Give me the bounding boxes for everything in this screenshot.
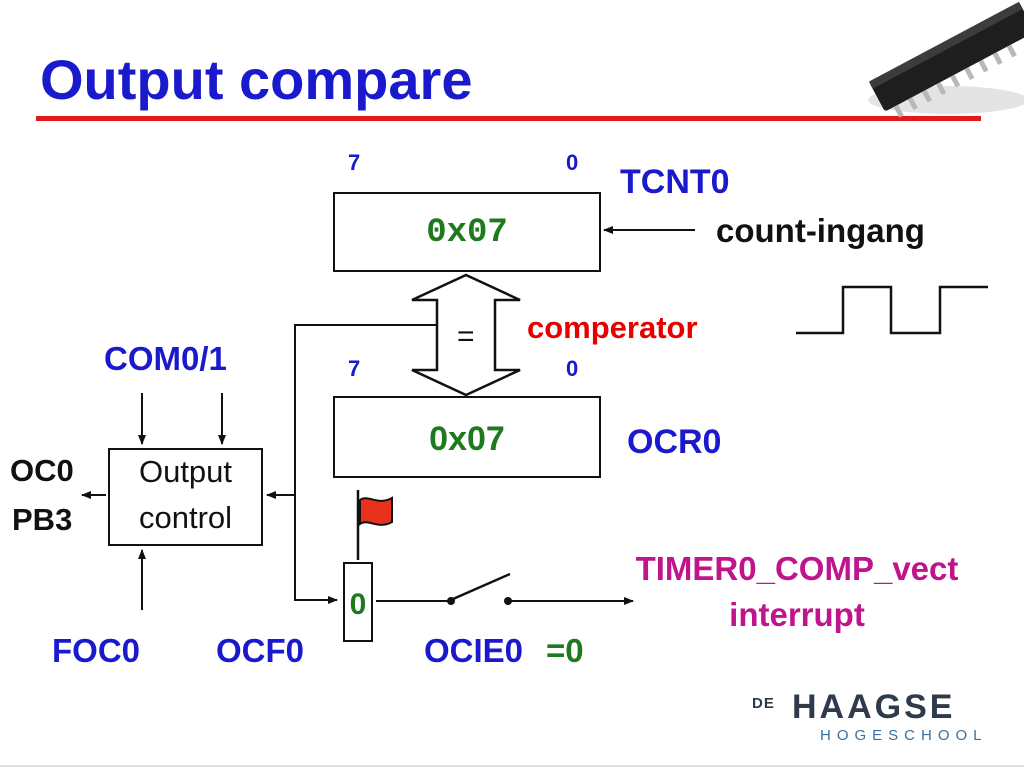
ocf0-label: OCF0	[216, 632, 305, 669]
ocr0-value: 0x07	[429, 420, 505, 458]
tcnt0-label: TCNT0	[620, 163, 730, 201]
comparator-output-line	[294, 324, 437, 604]
foc0-label: FOC0	[52, 632, 141, 669]
count-input-label: count-ingang	[716, 212, 925, 249]
com-label: COM0/1	[104, 340, 227, 377]
ocie0-label: OCIE0	[424, 632, 524, 669]
ocf0-value: 0	[349, 588, 367, 621]
interrupt-vector-label: TIMER0_COMP_vect	[635, 550, 959, 587]
output-control-line2: control	[138, 500, 233, 535]
comparator-double-arrow	[411, 273, 521, 397]
ocr0-bit-low: 0	[566, 356, 579, 381]
tcnt0-bit-low: 0	[566, 150, 579, 175]
logo-sub: HOGESCHOOL	[820, 727, 988, 744]
title-underline	[36, 116, 981, 121]
ocf0-flag-bit: 0	[343, 562, 373, 642]
pb3-pin-label: PB3	[12, 502, 73, 537]
logo-prefix: DE	[752, 695, 775, 712]
output-control-block: Output control	[108, 448, 263, 546]
ocr0-label: OCR0	[627, 423, 722, 461]
comparator-equals: =	[457, 320, 475, 353]
ocr0-bit-high: 7	[348, 356, 361, 381]
logo-name: HAAGSE	[792, 688, 956, 726]
tcnt0-value: 0x07	[426, 214, 508, 252]
ocr0-register: 0x07	[333, 396, 601, 478]
flag-icon	[359, 496, 393, 526]
comparator-label: comperator	[527, 310, 698, 345]
ocie0-value: =0	[546, 632, 584, 669]
page-title: Output compare	[40, 48, 473, 111]
school-logo: DE HAAGSE HOGESCHOOL	[752, 690, 992, 750]
chip-icon	[868, 1, 1024, 118]
tcnt0-bit-high: 7	[348, 150, 361, 175]
oc0-pin-label: OC0	[10, 453, 74, 488]
tcnt0-register: 0x07	[333, 192, 601, 272]
square-wave	[796, 285, 988, 335]
interrupt-label: interrupt	[729, 596, 865, 633]
switch-lever	[452, 572, 511, 601]
output-control-line1: Output	[138, 454, 233, 489]
